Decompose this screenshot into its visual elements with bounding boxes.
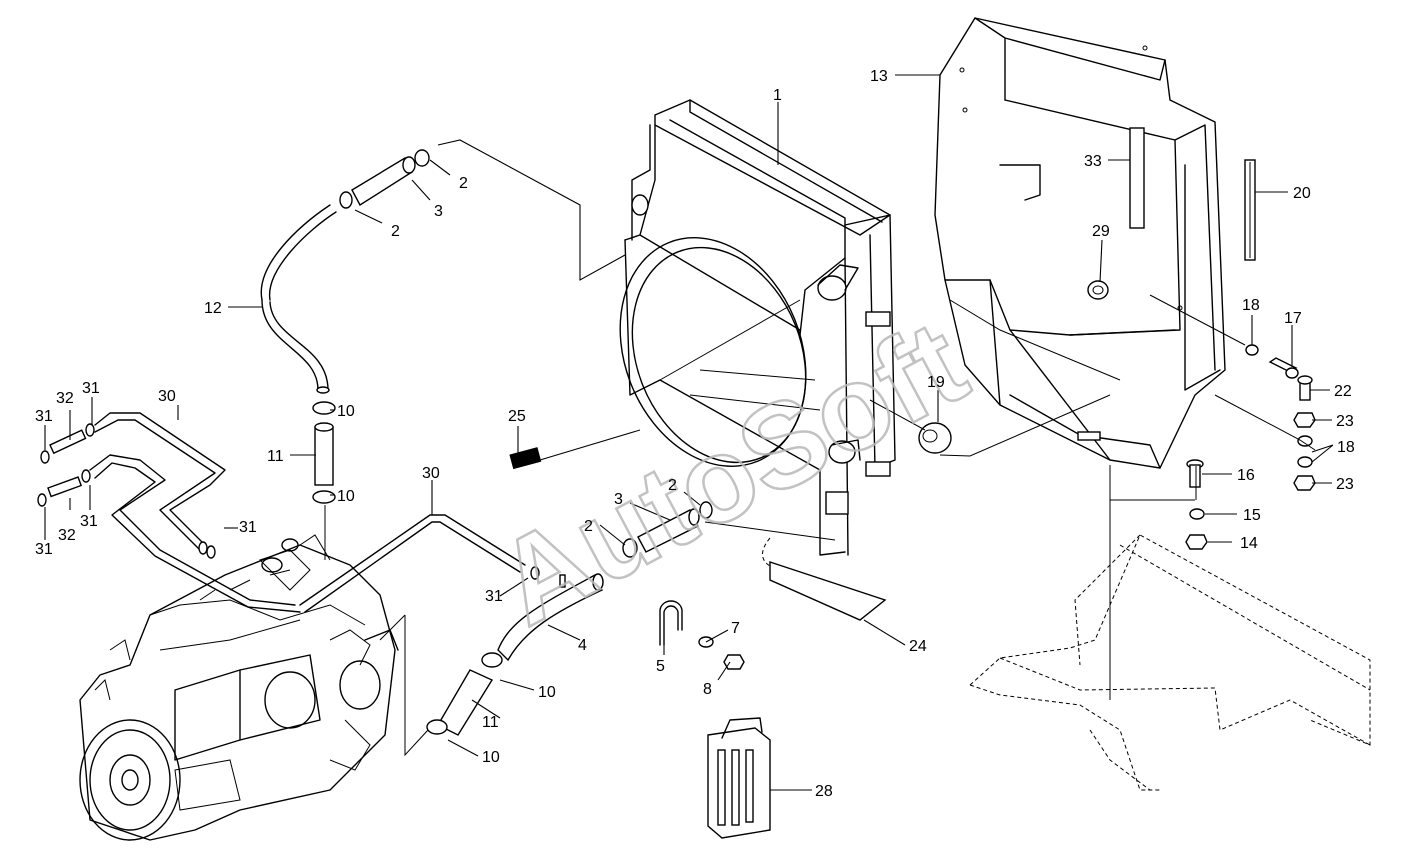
coolant-can-28	[707, 717, 771, 839]
callout-label: 31	[239, 519, 257, 536]
callout-label: 31	[82, 380, 100, 397]
callout-label: 31	[80, 513, 98, 530]
callout-label: 33	[1084, 153, 1102, 170]
callout-label: 24	[909, 638, 927, 655]
callout-label: 11	[267, 448, 284, 465]
callout-label: 2	[459, 175, 468, 192]
hose-3-upper	[339, 149, 430, 209]
hose-11-lower	[426, 652, 503, 736]
lower-hose-4	[497, 573, 604, 662]
callout-label: 31	[485, 588, 503, 605]
callout-label: 1	[773, 87, 782, 104]
callout-label: 3	[434, 203, 443, 220]
callout-label: 2	[391, 223, 400, 240]
callout-label: 8	[703, 681, 712, 698]
callout-label: 5	[656, 658, 665, 675]
callout-label: 23	[1336, 413, 1354, 430]
chassis-frame	[969, 534, 1371, 791]
callout-label: 13	[870, 68, 888, 85]
callout-label: 11	[482, 714, 499, 731]
shroud-frame	[934, 17, 1226, 469]
callout-label: 3	[614, 491, 623, 508]
engine	[79, 505, 429, 841]
callout-label: 2	[668, 477, 677, 494]
callout-label: 4	[578, 637, 587, 654]
callout-label: 19	[927, 374, 945, 391]
callout-label: 2	[584, 518, 593, 535]
callout-label: 30	[422, 465, 440, 482]
watermark-text: AutoSoft	[476, 295, 986, 651]
callout-label: 25	[508, 408, 526, 425]
fastener-hardware	[1109, 294, 1316, 700]
callout-label: 14	[1240, 535, 1258, 552]
callout-label: 7	[731, 620, 740, 637]
callout-label: 10	[337, 488, 355, 505]
hose-11-upper	[312, 401, 336, 504]
callout-label: 32	[58, 527, 76, 544]
callout-label: 10	[337, 403, 355, 420]
fittings-31-32	[37, 423, 540, 580]
foam-strip-24	[704, 521, 887, 621]
callout-label: 16	[1237, 467, 1255, 484]
callout-label: 30	[158, 388, 176, 405]
leader-lines	[44, 74, 1334, 791]
callout-label: 32	[56, 390, 74, 407]
callout-label: 31	[35, 541, 53, 558]
callout-label: 17	[1284, 310, 1302, 327]
radiator-assembly	[619, 99, 896, 556]
seal-strip-20	[1244, 159, 1256, 261]
hose-3-lower	[622, 501, 713, 558]
pipe-30-middle	[299, 514, 526, 613]
callout-label: 18	[1337, 439, 1355, 456]
upper-hose-12	[260, 204, 337, 394]
callout-label: 23	[1336, 476, 1354, 493]
callout-label: 15	[1243, 507, 1261, 524]
callout-label: 18	[1242, 297, 1260, 314]
rubber-mount-19	[869, 394, 1111, 457]
callout-label: 28	[815, 783, 833, 800]
callout-label: 31	[35, 408, 53, 425]
callout-label: 22	[1334, 383, 1352, 400]
callout-label: 29	[1092, 223, 1110, 240]
callout-label: 10	[538, 684, 556, 701]
callout-label: 10	[482, 749, 500, 766]
callout-label: 12	[204, 300, 222, 317]
pipe-30-left	[89, 412, 301, 613]
callout-label: 20	[1293, 185, 1311, 202]
callout-labels: 1 2 2 2 2 3 3 4 5 7 8 10 10 10 10 11 11 …	[35, 68, 1355, 800]
